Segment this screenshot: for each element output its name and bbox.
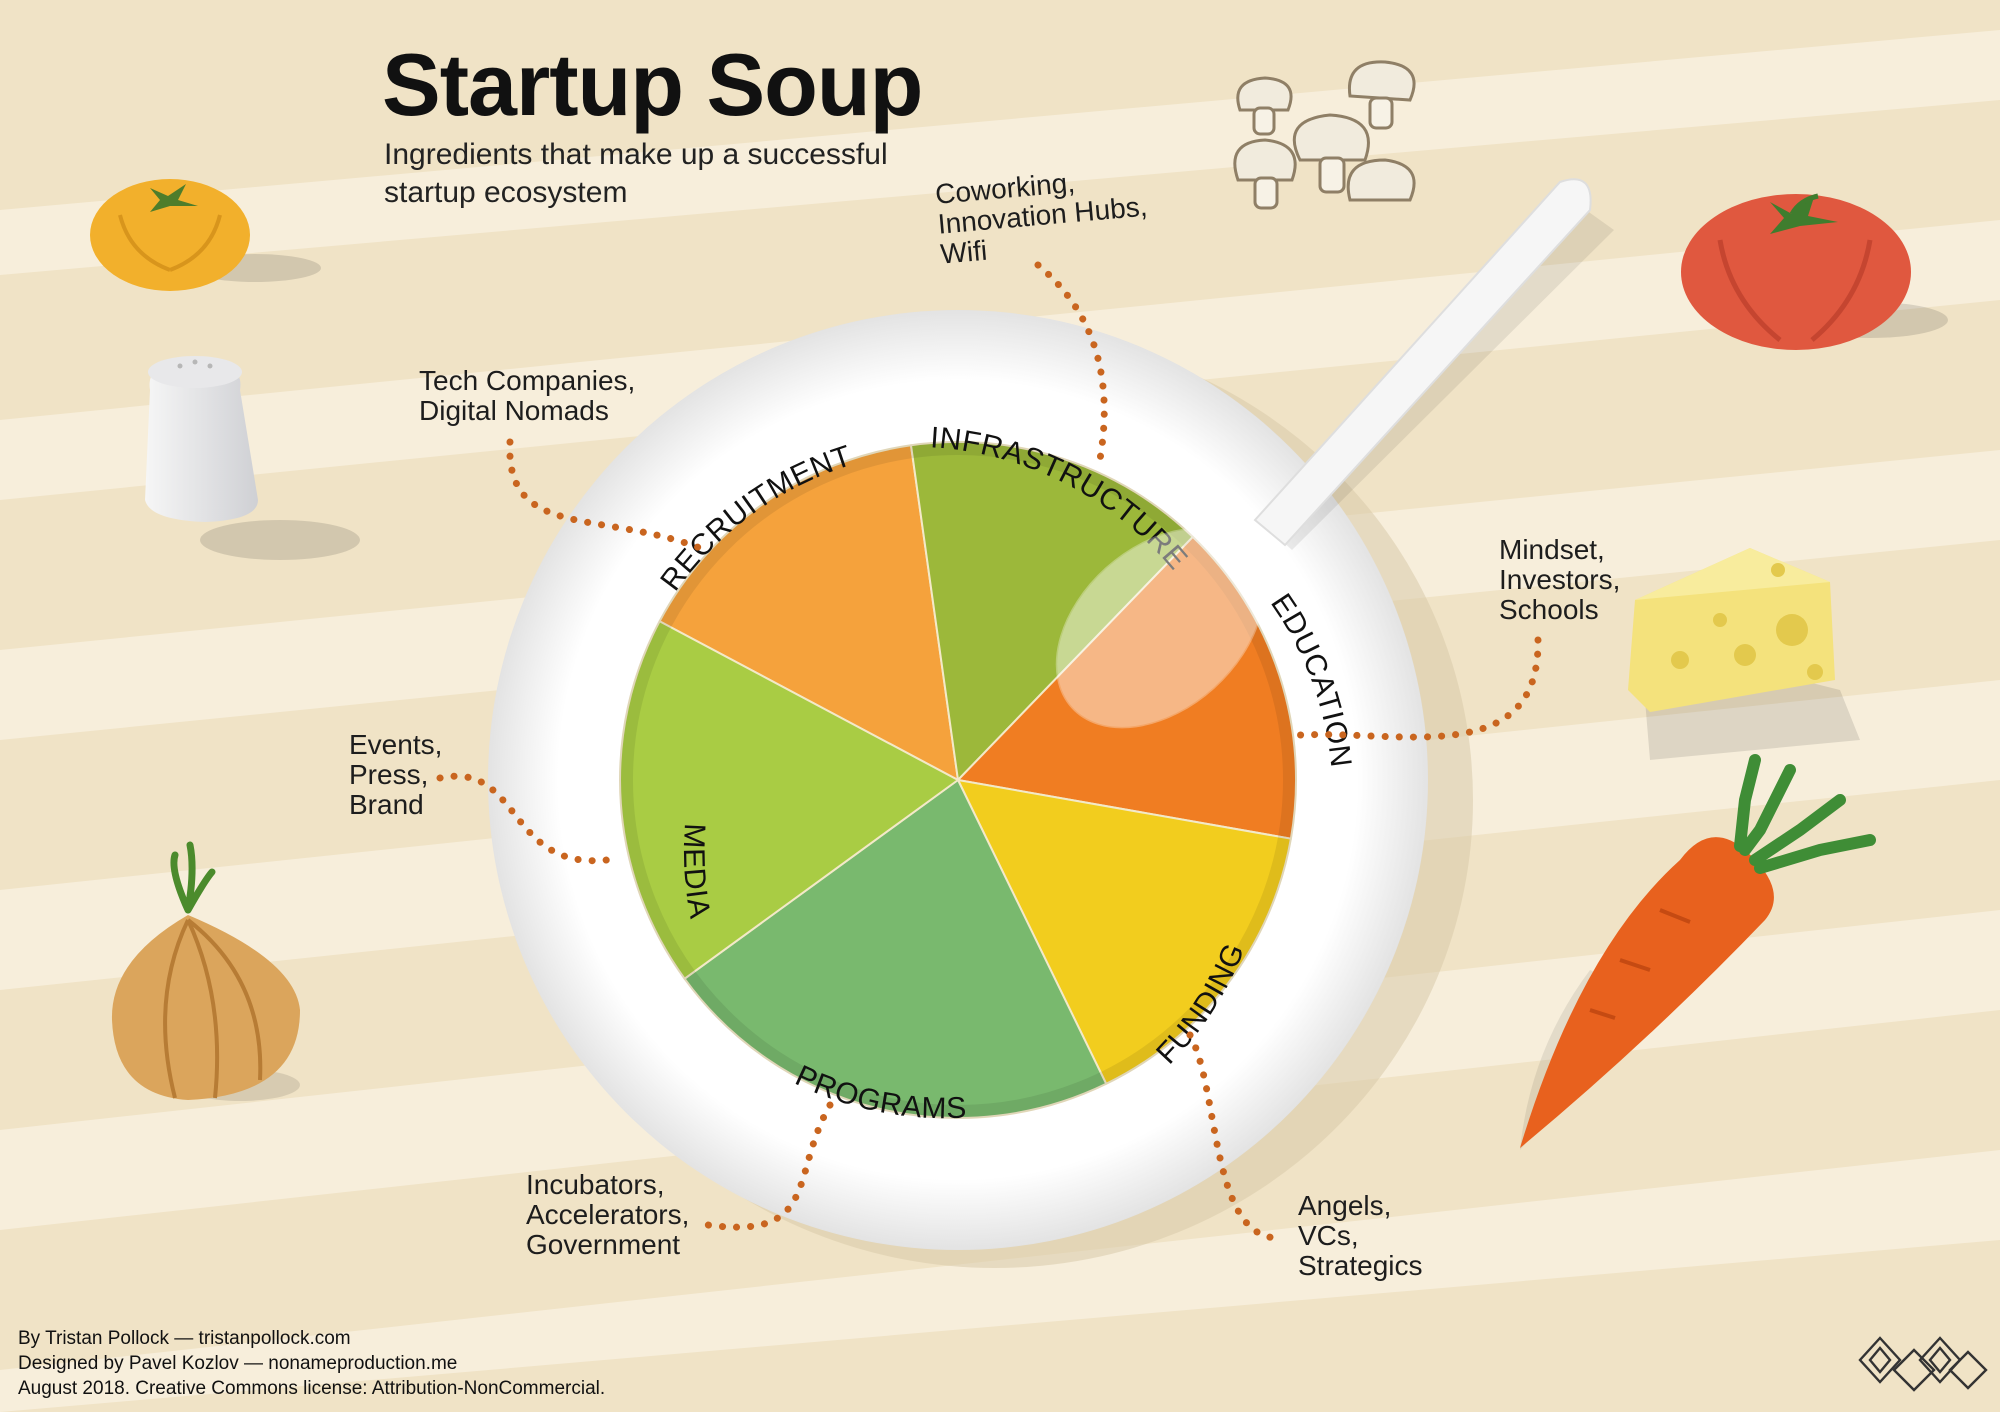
carrot-icon [1520, 754, 1876, 1150]
studio-logo-icon [1858, 1336, 1988, 1392]
connector-media [436, 772, 624, 865]
onion-icon [111, 841, 300, 1101]
soup-pie [619, 441, 1298, 1120]
salt-shaker-icon [145, 356, 360, 560]
yellow-tomato-icon [90, 179, 321, 291]
soup-segment-infrastructure [909, 441, 1195, 783]
soup-segment-recruitment [658, 444, 960, 782]
connector-programs [704, 1101, 834, 1231]
page-title: Startup Soup [382, 35, 923, 134]
segment-label-media: MEDIA [677, 823, 717, 922]
ingredients-funding: Angels, VCs, Strategics [1298, 1190, 1423, 1281]
connector-lines [436, 261, 1542, 1242]
credit-designer: Designed by Pavel Kozlov — nonameproduct… [18, 1353, 458, 1374]
connector-infrastructure [1034, 261, 1108, 474]
connector-funding [1186, 1031, 1284, 1242]
ingredients-education: Mindset, Investors, Schools [1499, 534, 1621, 625]
cheese-icon [1628, 548, 1860, 760]
connector-education [1296, 636, 1542, 741]
soup-segment-education [955, 535, 1298, 840]
soup-segment-media [619, 619, 960, 981]
credit-author: By Tristan Pollock — tristanpollock.com [18, 1328, 351, 1349]
credits: By Tristan Pollock — tristanpollock.com … [18, 1326, 605, 1401]
ingredients-infrastructure: Coworking, Innovation Hubs, Wifi [933, 166, 1149, 270]
red-tomato-icon [1681, 193, 1948, 350]
mushrooms-icon [1233, 60, 1416, 210]
ingredients-programs: Incubators, Accelerators, Government [526, 1169, 690, 1260]
spoon-icon [1055, 178, 1614, 729]
ingredients-media: Events, Press, Brand [349, 729, 443, 820]
ingredients-recruitment: Tech Companies, Digital Nomads [419, 365, 636, 426]
soup-rim [619, 441, 1297, 1119]
credit-license: August 2018. Creative Commons license: A… [18, 1378, 606, 1399]
soup-segment-funding [956, 778, 1293, 1086]
page-subtitle: Ingredients that make up a successful st… [384, 138, 888, 209]
soup-segment-programs [683, 778, 1108, 1120]
